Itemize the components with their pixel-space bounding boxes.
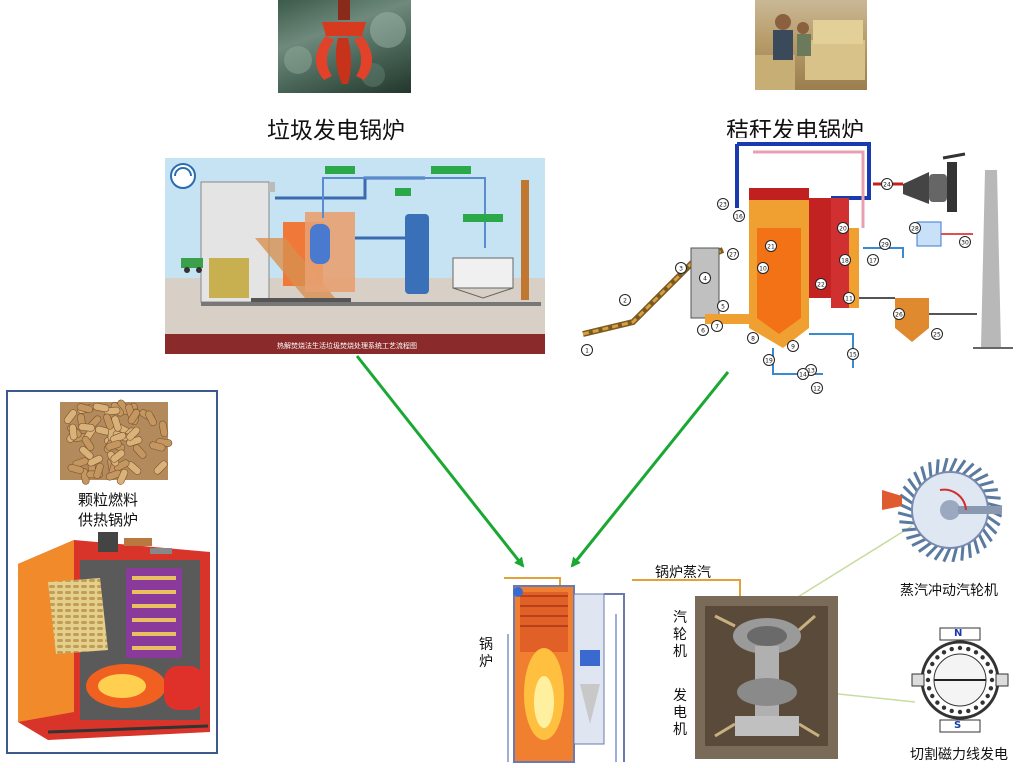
svg-text:26: 26	[895, 312, 903, 319]
straw-marker-4: 4	[699, 272, 711, 284]
utility-boiler-graphic	[504, 577, 625, 763]
straw-marker-29: 29	[879, 238, 891, 250]
svg-text:28: 28	[911, 226, 919, 233]
turbine-wheel-icon	[882, 457, 1003, 563]
straw-marker-22: 22	[815, 278, 827, 290]
svg-text:5: 5	[721, 304, 725, 311]
svg-text:27: 27	[729, 252, 737, 259]
garbage-process-diagram: 热解焚烧法生活垃圾焚烧处理系统工艺流程图	[165, 158, 545, 354]
magnetic-generator-label: 切割磁力线发电	[910, 747, 1008, 763]
svg-text:10: 10	[759, 266, 767, 273]
straw-marker-23: 23	[717, 198, 729, 210]
svg-text:29: 29	[881, 242, 889, 249]
north-pole-label: N	[954, 628, 963, 639]
svg-text:22: 22	[817, 282, 825, 289]
svg-text:11: 11	[845, 296, 853, 303]
straw-boiler-graphic	[582, 142, 1013, 375]
svg-text:16: 16	[735, 214, 743, 221]
svg-text:15: 15	[849, 352, 857, 359]
svg-text:20: 20	[839, 226, 847, 233]
straw-marker-20: 20	[837, 222, 849, 234]
generator-magnet-icon	[911, 627, 1009, 733]
impulse-turbine-image	[880, 450, 1003, 570]
straw-marker-28: 28	[909, 222, 921, 234]
straw-marker-2: 2	[619, 294, 631, 306]
svg-text:4: 4	[703, 276, 707, 283]
pellet-title-line2: 供热锅炉	[78, 511, 139, 529]
boiler-label: 锅炉	[479, 637, 493, 670]
straw-marker-12: 12	[811, 382, 823, 394]
wood-pellets-photo	[60, 399, 173, 485]
straw-marker-21: 21	[765, 240, 777, 252]
straw-marker-8: 8	[747, 332, 759, 344]
straw-marker-3: 3	[675, 262, 687, 274]
svg-text:3: 3	[679, 266, 683, 273]
straw-marker-14: 14	[797, 368, 809, 380]
pellets-icon	[63, 399, 173, 485]
straw-marker-16: 16	[733, 210, 745, 222]
svg-text:2: 2	[623, 298, 627, 305]
svg-text:18: 18	[841, 258, 849, 265]
garbage-diagram-caption: 热解焚烧法生活垃圾焚烧处理系统工艺流程图	[277, 342, 417, 350]
svg-text:6: 6	[701, 328, 705, 335]
svg-text:24: 24	[883, 182, 891, 189]
magnetic-generator-image: N S	[910, 624, 1010, 736]
straw-farmer-icon	[755, 14, 865, 90]
svg-text:7: 7	[715, 324, 719, 331]
straw-marker-30: 30	[959, 236, 971, 248]
straw-marker-5: 5	[717, 300, 729, 312]
straw-marker-1: 1	[581, 344, 593, 356]
straw-number-markers: 1234567891011121314151617181920212223242…	[581, 178, 971, 394]
svg-text:12: 12	[813, 386, 821, 393]
svg-text:1: 1	[585, 348, 589, 355]
garbage-boiler-title: 垃圾发电锅炉	[267, 118, 405, 144]
arrow-straw-to-boiler	[570, 371, 730, 568]
impulse-turbine-label: 蒸汽冲动汽轮机	[900, 583, 998, 599]
straw-marker-7: 7	[711, 320, 723, 332]
straw-marker-26: 26	[893, 308, 905, 320]
straw-marker-25: 25	[931, 328, 943, 340]
boiler-steam-label: 锅炉蒸汽	[655, 565, 711, 581]
straw-marker-6: 6	[697, 324, 709, 336]
straw-bales-photo	[755, 0, 867, 90]
svg-text:19: 19	[765, 358, 773, 365]
garbage-process-graphic	[165, 158, 545, 354]
south-pole-label: S	[954, 720, 962, 731]
garbage-grab-icon	[284, 0, 406, 87]
arrow-garbage-to-boiler	[355, 355, 525, 568]
pellet-boiler-cutaway	[18, 532, 210, 740]
svg-text:14: 14	[799, 372, 807, 379]
straw-marker-18: 18	[839, 254, 851, 266]
svg-text:30: 30	[961, 240, 969, 247]
svg-text:8: 8	[751, 336, 755, 343]
utility-boiler-diagram	[500, 574, 632, 768]
straw-marker-15: 15	[847, 348, 859, 360]
straw-marker-27: 27	[727, 248, 739, 260]
svg-text:25: 25	[933, 332, 941, 339]
pellet-boiler-panel: 颗粒燃料 供热锅炉	[6, 390, 218, 754]
turbine-label: 汽轮机	[673, 610, 687, 660]
turbine-hall-graphic	[695, 596, 838, 759]
turbine-generator-photo	[695, 596, 838, 759]
svg-text:13: 13	[807, 368, 815, 375]
svg-text:17: 17	[869, 258, 877, 265]
straw-marker-10: 10	[757, 262, 769, 274]
straw-marker-9: 9	[787, 340, 799, 352]
svg-text:21: 21	[767, 244, 775, 251]
straw-marker-11: 11	[843, 292, 855, 304]
straw-marker-24: 24	[881, 178, 893, 190]
svg-text:23: 23	[719, 202, 727, 209]
straw-marker-17: 17	[867, 254, 879, 266]
garbage-grab-photo	[278, 0, 411, 93]
svg-text:9: 9	[791, 344, 795, 351]
generator-label: 发电机	[673, 688, 687, 738]
straw-marker-19: 19	[763, 354, 775, 366]
pellet-title-line1: 颗粒燃料	[78, 491, 139, 509]
